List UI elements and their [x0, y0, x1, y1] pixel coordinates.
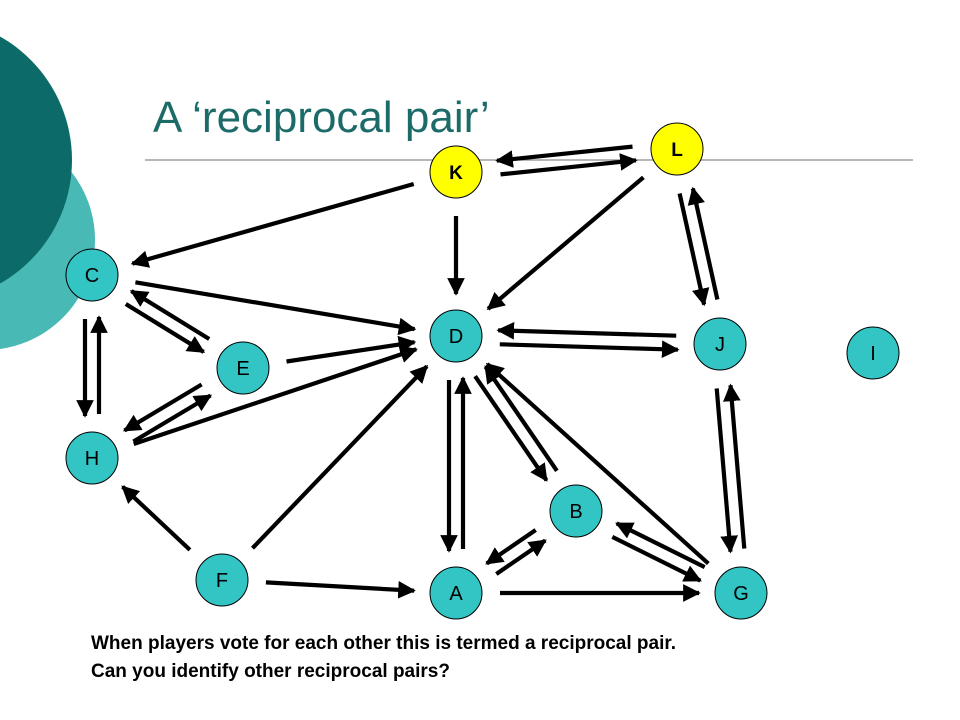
diagram-nodes: L K C D J I E H B F A G	[65, 122, 900, 620]
edge-c-to-e	[124, 302, 206, 354]
node-label: E	[236, 358, 249, 380]
node-circle	[549, 484, 603, 538]
edge-l-to-j	[677, 193, 710, 307]
node-label: I	[870, 343, 876, 365]
node-label: G	[733, 583, 749, 605]
edge-l-to-d	[486, 175, 645, 311]
edge-b-to-d	[483, 365, 559, 472]
node-label: A	[449, 583, 463, 605]
node-circle	[216, 341, 270, 395]
node-circle	[65, 248, 119, 302]
diagram-edges	[76, 144, 747, 602]
node-b: B	[549, 484, 603, 538]
node-circle	[693, 317, 747, 371]
node-a: A	[429, 566, 483, 620]
node-circle	[429, 566, 483, 620]
edge-g-to-b	[615, 521, 706, 569]
edge-h-to-e	[132, 393, 213, 444]
node-circle	[429, 145, 483, 199]
node-label: K	[449, 163, 463, 184]
node-circle	[714, 566, 768, 620]
edge-k-to-l	[500, 153, 638, 177]
edge-e-to-c	[129, 289, 211, 341]
node-g: G	[714, 566, 768, 620]
node-label: H	[85, 448, 99, 470]
node-label: L	[671, 140, 683, 161]
edge-e-to-d	[286, 335, 417, 364]
decor-circle-dark	[0, 36, 72, 284]
edge-f-to-h	[121, 485, 192, 552]
edge-a-to-b	[495, 538, 547, 576]
node-l: L	[650, 122, 704, 176]
edge-b-to-a	[485, 528, 537, 566]
node-h: H	[65, 431, 119, 485]
node-f: F	[195, 553, 249, 607]
edge-e-to-h	[122, 382, 203, 433]
edge-g-to-j	[723, 383, 747, 549]
node-j: J	[693, 317, 747, 371]
edge-j-to-l	[687, 186, 720, 300]
node-circle	[846, 326, 900, 380]
edge-j-to-g	[714, 388, 738, 554]
edge-h-to-d	[133, 345, 418, 446]
node-k: K	[429, 145, 483, 199]
edge-j-to-d	[496, 321, 677, 340]
edge-l-to-k	[495, 144, 633, 168]
decor-left	[0, 36, 95, 349]
node-label: F	[216, 570, 228, 592]
slide-title: A ‘reciprocal pair’	[153, 93, 490, 142]
slide-caption: When players vote for each other this is…	[91, 630, 676, 686]
edge-g-to-d	[485, 362, 710, 566]
node-e: E	[216, 341, 270, 395]
edge-d-to-b	[473, 375, 549, 482]
caption-line-1: When players vote for each other this is…	[91, 633, 676, 654]
node-label: C	[85, 265, 99, 287]
node-label: D	[449, 326, 463, 348]
edge-f-to-a	[265, 580, 416, 599]
node-c: C	[65, 248, 119, 302]
edge-b-to-g	[611, 535, 702, 583]
node-circle	[429, 309, 483, 363]
node-i: I	[846, 326, 900, 380]
edge-d-to-j	[499, 340, 680, 359]
edge-f-to-d	[250, 364, 429, 550]
node-circle	[195, 553, 249, 607]
edge-k-to-c	[130, 181, 415, 268]
node-label: J	[715, 334, 725, 356]
edge-c-to-d	[135, 280, 417, 336]
node-label: B	[569, 501, 582, 523]
node-circle	[650, 122, 704, 176]
caption-line-2: Can you identify other reciprocal pairs?	[91, 661, 450, 682]
node-d: D	[429, 309, 483, 363]
node-circle	[65, 431, 119, 485]
